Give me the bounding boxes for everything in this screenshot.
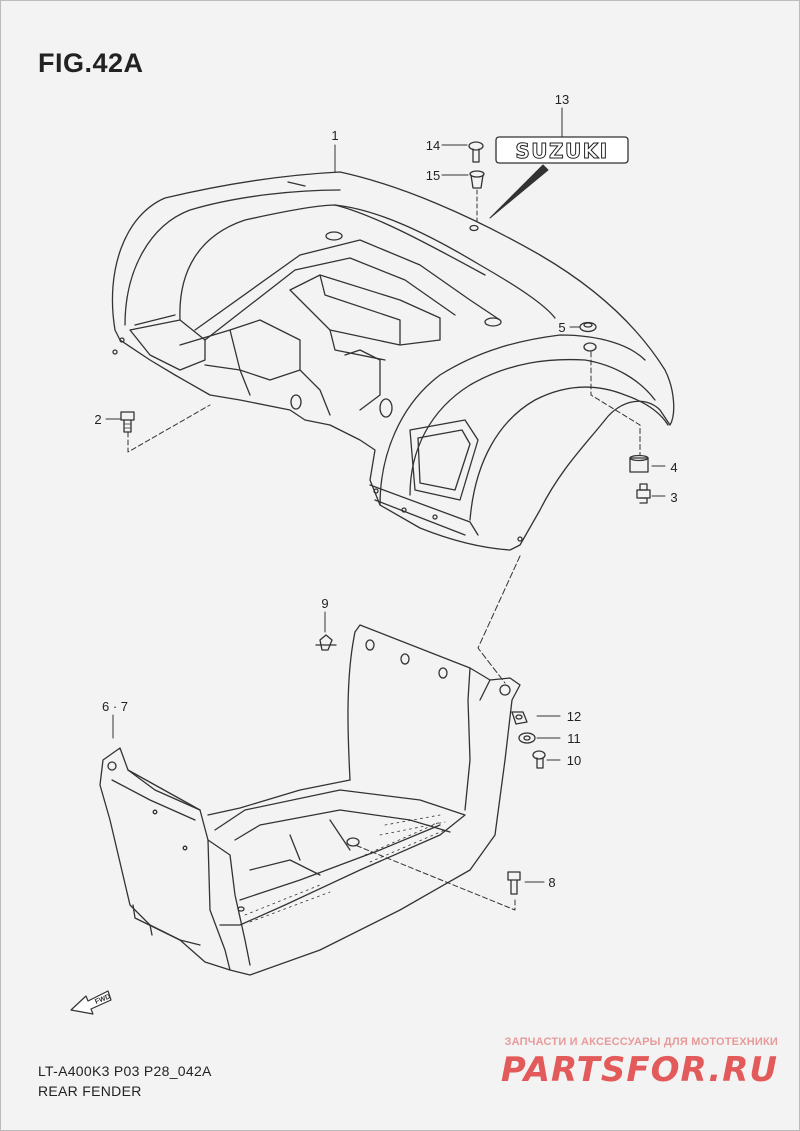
callout-1: 1 bbox=[331, 128, 338, 143]
leader-lines bbox=[105, 107, 666, 911]
callout-10: 10 bbox=[567, 753, 581, 768]
figure-title: FIG.42A bbox=[38, 48, 144, 78]
callout-14: 14 bbox=[426, 138, 440, 153]
clip-9-icon bbox=[315, 634, 337, 651]
part-name: REAR FENDER bbox=[38, 1083, 142, 1099]
bolt-3-icon bbox=[636, 483, 651, 504]
screw-14-icon bbox=[468, 141, 484, 163]
bolt-8-icon bbox=[507, 871, 521, 895]
callout-12: 12 bbox=[567, 709, 581, 724]
rear-fender-part bbox=[111, 171, 675, 551]
fwd-arrow-icon: FWD bbox=[70, 990, 112, 1015]
screw-10-icon bbox=[532, 750, 546, 769]
callout-3: 3 bbox=[670, 490, 677, 505]
callout-2: 2 bbox=[94, 412, 101, 427]
model-code: LT-A400K3 P03 P28_042A bbox=[38, 1063, 212, 1079]
callout-15: 15 bbox=[426, 168, 440, 183]
grommet-5-icon bbox=[579, 321, 597, 333]
callout-6-7: 6 · 7 bbox=[102, 699, 128, 714]
callout-5: 5 bbox=[558, 320, 565, 335]
callout-11: 11 bbox=[567, 731, 581, 746]
callout-4: 4 bbox=[670, 460, 677, 475]
callout-8: 8 bbox=[548, 875, 555, 890]
footrest-guard-part bbox=[99, 624, 521, 976]
bolt-2-icon bbox=[120, 411, 135, 433]
emblem-pointer bbox=[489, 164, 549, 219]
suzuki-emblem-part: SUZUKI bbox=[495, 136, 629, 164]
callout-9: 9 bbox=[321, 596, 328, 611]
nut-12-icon bbox=[511, 711, 528, 725]
collar-4-icon bbox=[629, 454, 649, 473]
nut-15-icon bbox=[469, 170, 485, 189]
washer-11-icon bbox=[518, 732, 536, 744]
watermark-logo: PARTSFOR.RU bbox=[500, 1050, 778, 1090]
emblem-text: SUZUKI bbox=[515, 139, 608, 163]
callout-13: 13 bbox=[555, 92, 569, 107]
watermark-tagline: ЗАПЧАСТИ И АКСЕССУАРЫ ДЛЯ МОТОТЕХНИКИ bbox=[504, 1036, 778, 1048]
callout-labels: 1 2 3 4 5 6 · 7 8 9 10 11 12 13 14 15 bbox=[94, 92, 677, 890]
